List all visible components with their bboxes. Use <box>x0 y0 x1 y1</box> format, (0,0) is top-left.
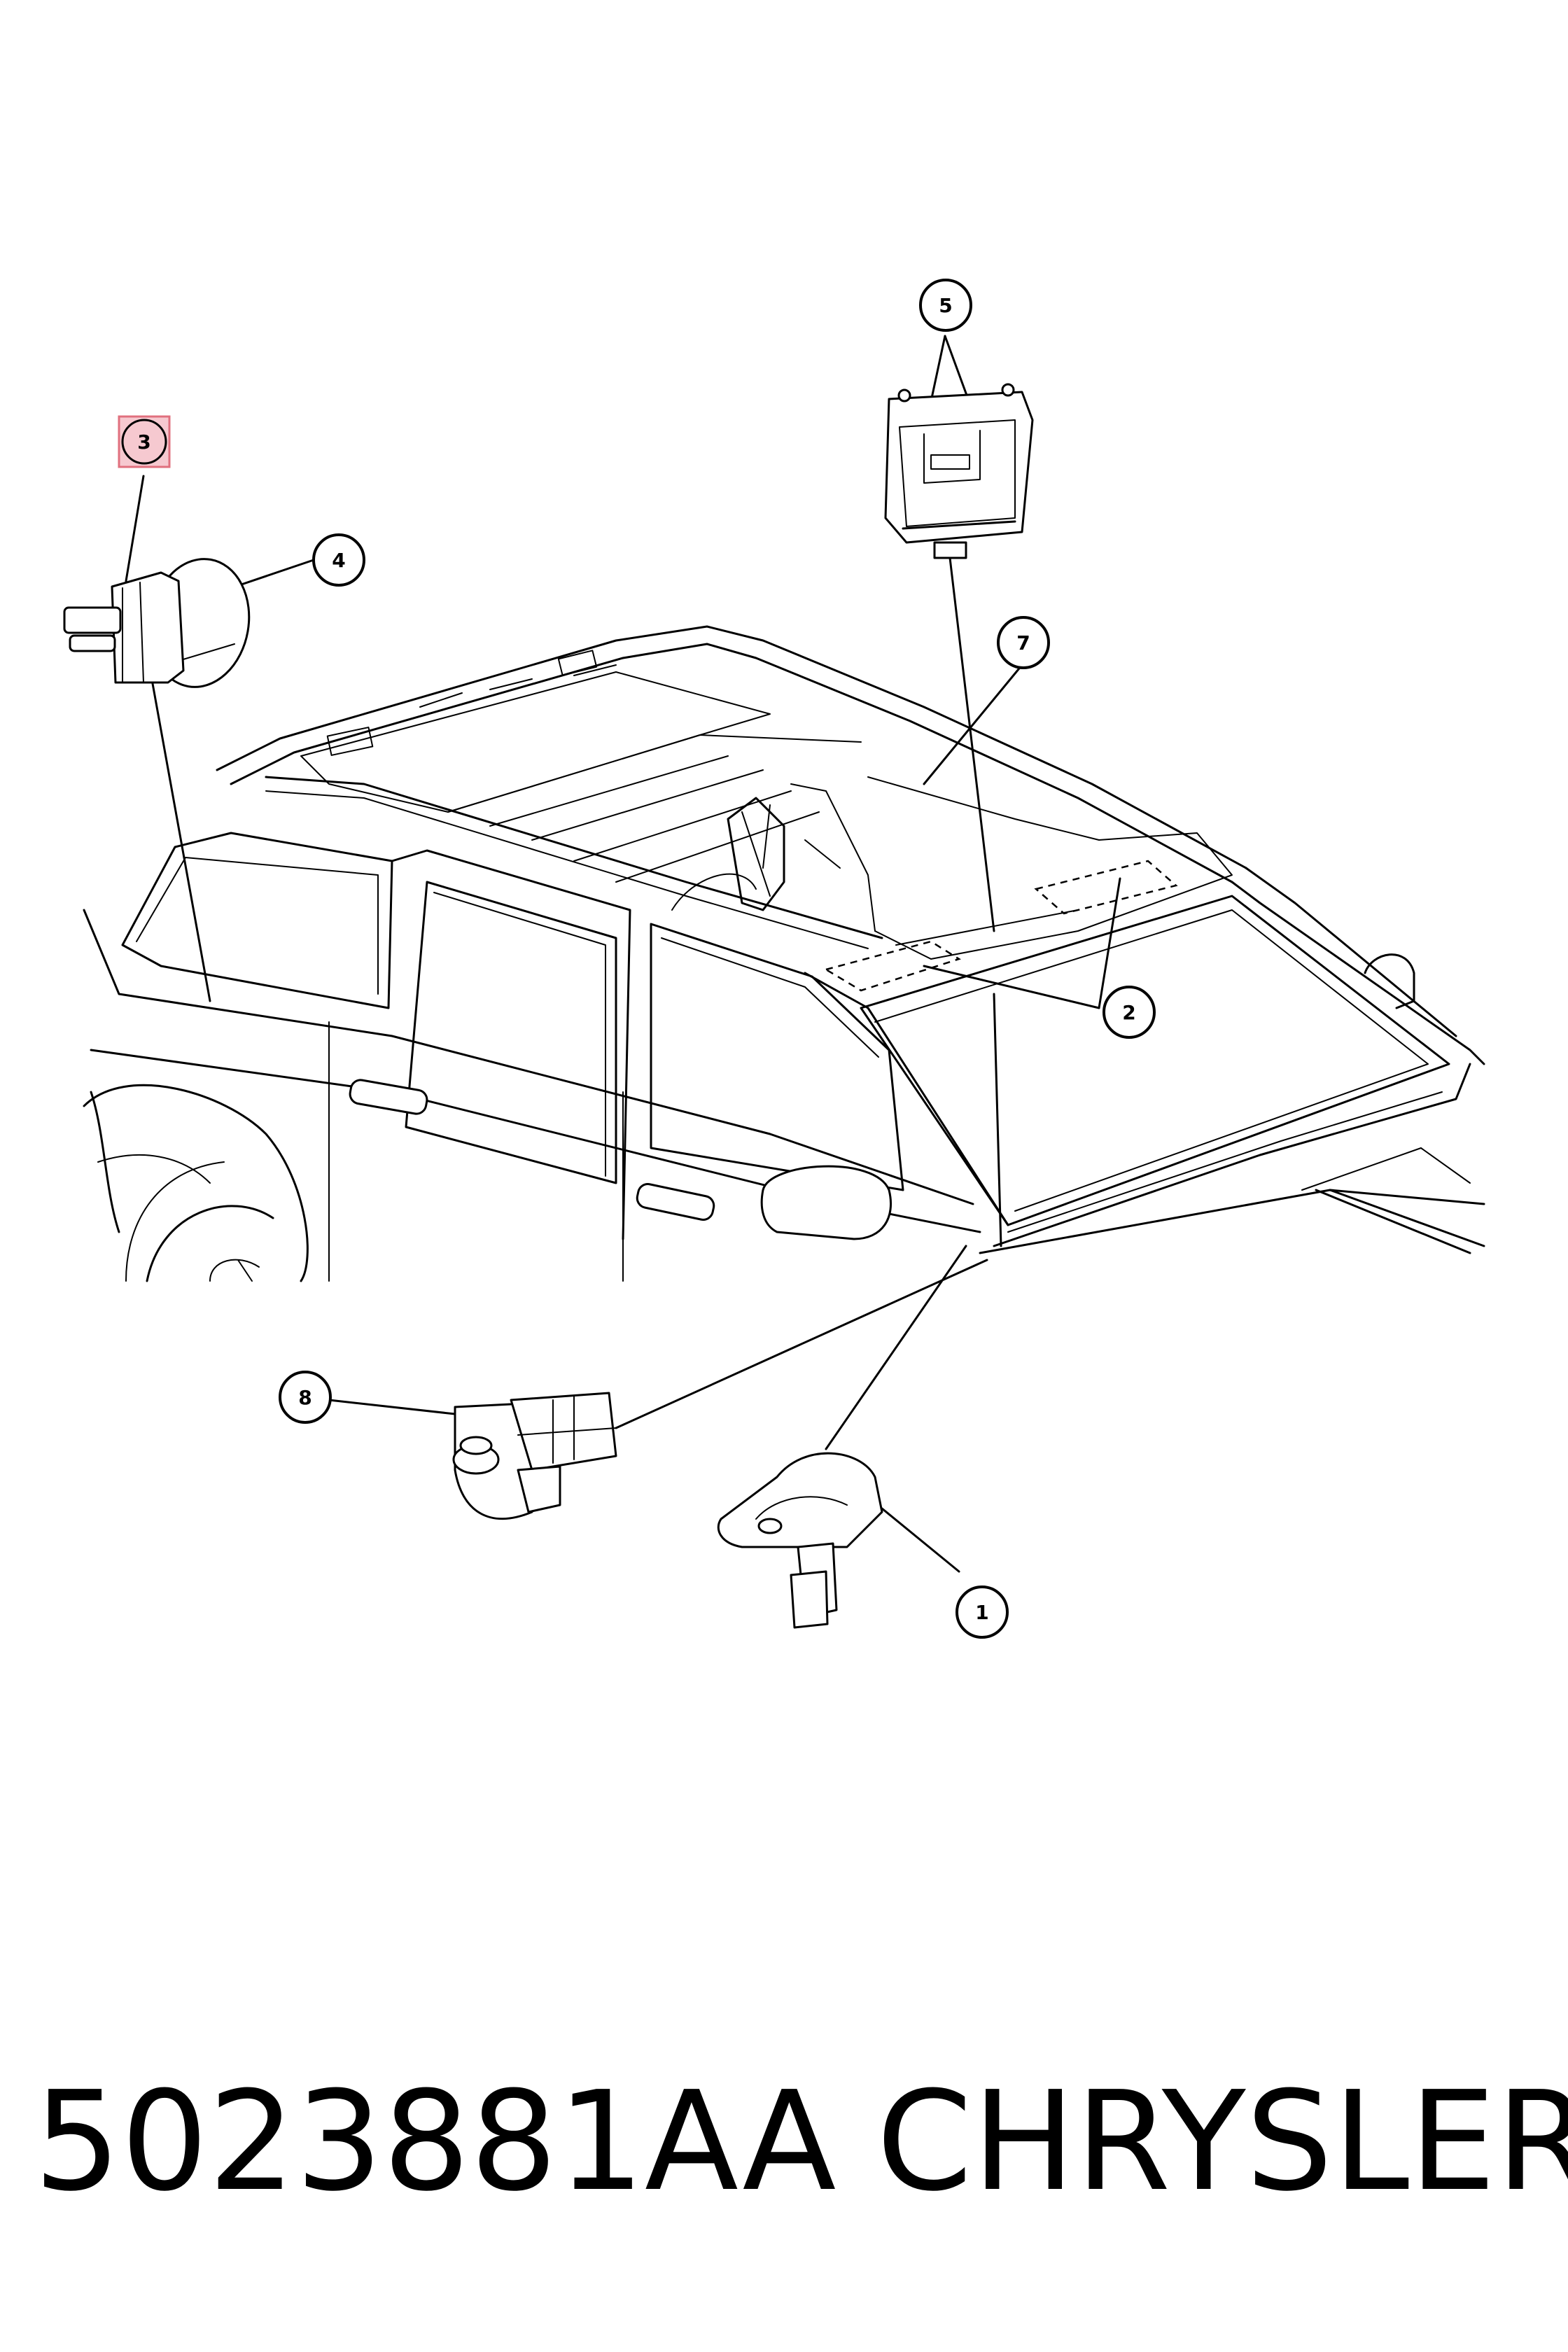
callout-5[interactable]: 5 <box>919 279 972 332</box>
callout-2[interactable]: 2 <box>1102 986 1156 1039</box>
part-number: 5023881AA <box>34 2062 836 2222</box>
callout-1[interactable]: 1 <box>955 1586 1009 1639</box>
leader-lines <box>125 335 1121 1573</box>
callout-4-label: 4 <box>332 549 345 572</box>
callout-7-label: 7 <box>1016 631 1030 654</box>
callout-8-label: 8 <box>298 1386 312 1409</box>
callout-4[interactable]: 4 <box>312 533 365 587</box>
switch-part-8 <box>452 1392 617 1520</box>
brand-name: CHRYSLER <box>876 2062 1568 2222</box>
callout-3[interactable]: 3 <box>118 415 171 468</box>
callout-5-label: 5 <box>939 294 952 317</box>
dome-light-part-5 <box>884 383 1034 559</box>
callout-7[interactable]: 7 <box>997 616 1050 669</box>
vehicle-illustration <box>83 625 1485 1282</box>
callout-2-label: 2 <box>1122 1001 1135 1024</box>
callout-3-label: 3 <box>137 430 150 454</box>
caption: 5023881AA CHRYSLER <box>0 2065 1568 2219</box>
callout-1-label: 1 <box>975 1601 988 1624</box>
sensor-part-1 <box>717 1452 883 1629</box>
lamp-assembly-part-4 <box>63 558 251 688</box>
callout-8[interactable]: 8 <box>279 1371 332 1424</box>
